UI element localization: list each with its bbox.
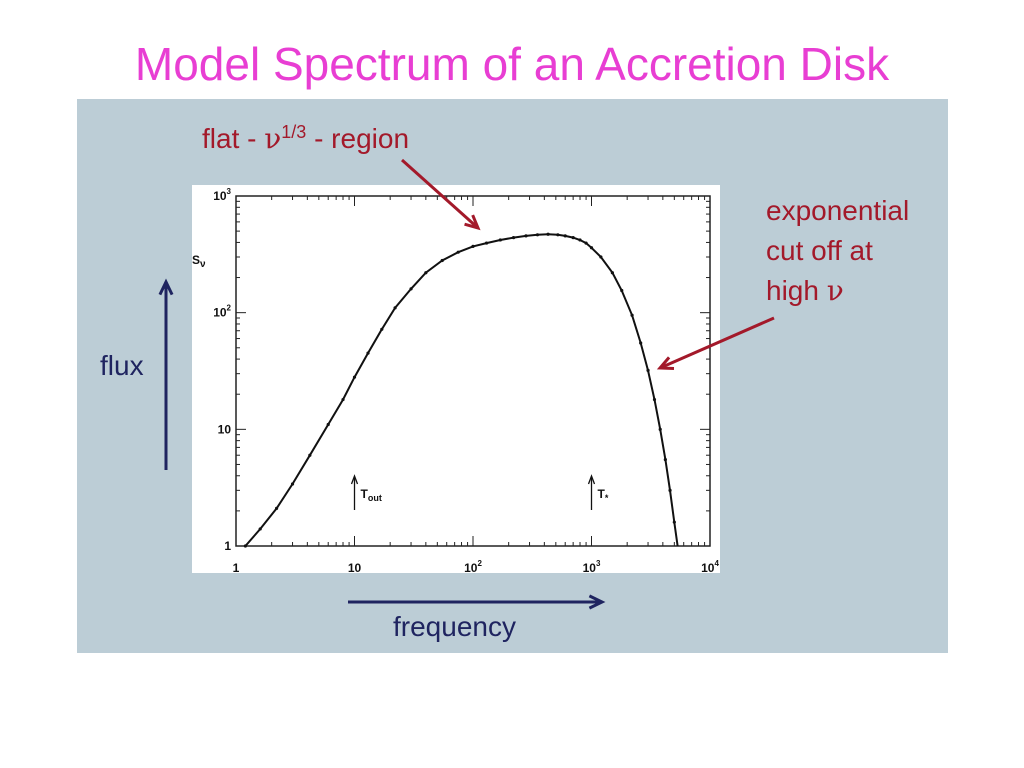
data-point [380, 327, 384, 331]
data-point [424, 271, 428, 275]
data-point [578, 238, 582, 242]
data-point [646, 368, 650, 372]
x-tick-label: 1 [233, 561, 240, 575]
data-point [352, 375, 357, 379]
data-point [599, 255, 603, 259]
marker-label-main: T [361, 487, 369, 501]
y-tick-label-base: 10 [218, 422, 232, 436]
data-point [326, 422, 330, 427]
x-tick-label-base: 10 [348, 561, 362, 575]
flat-region-annotation: flat - ν1/3 - region [202, 112, 409, 159]
y-axis-label: Sν [192, 253, 206, 270]
spectrum-line [244, 233, 679, 546]
flat-arrow-shaft [400, 158, 480, 230]
x-tick-label-base: 1 [233, 561, 240, 575]
x-tick-label-exp: 2 [477, 559, 482, 568]
x-tick-label: 10 [348, 561, 362, 575]
cutoff-arrow-head [656, 356, 675, 371]
data-point [571, 235, 575, 240]
data-point [639, 341, 643, 345]
frequency-label: frequency [393, 611, 516, 642]
data-point [511, 235, 516, 240]
x-tick-label-exp: 3 [596, 559, 601, 568]
data-point [658, 427, 662, 431]
marker-label: Tout [361, 487, 382, 503]
flat-arrow-head [464, 214, 481, 231]
axes-frame [235, 195, 711, 547]
y-tick-label-base: 1 [224, 539, 231, 553]
y-tick-label-base: 10 [213, 306, 227, 320]
data-point [663, 458, 667, 462]
flux-arrow-head [158, 278, 174, 296]
data-point [668, 488, 672, 492]
y-tick-label: 1 [224, 539, 231, 553]
marker-label-sub: out [368, 493, 382, 503]
data-point [393, 306, 397, 310]
x-tick-label-base: 10 [583, 561, 597, 575]
x-tick-label-base: 10 [464, 561, 478, 575]
plot-area [192, 185, 720, 573]
data-point [471, 244, 475, 248]
y-tick-label-exp: 3 [227, 187, 232, 196]
nu-symbol: ν [826, 274, 844, 307]
marker-label-sub: * [605, 493, 609, 503]
data-point [498, 238, 502, 242]
frequency-arrow-head [588, 594, 606, 610]
data-point [366, 351, 370, 355]
data-point [630, 313, 634, 317]
data-point [563, 234, 567, 238]
marker-arrow-head [350, 474, 359, 485]
data-point [610, 271, 614, 275]
data-point [524, 234, 528, 238]
data-point [484, 241, 489, 245]
x-tick-label: 103 [583, 559, 601, 575]
cutoff-line-3: high ν [766, 271, 909, 311]
nu-symbol: ν [264, 122, 282, 155]
data-point [672, 520, 676, 524]
data-point [243, 544, 247, 548]
slide-title: Model Spectrum of an Accretion Disk [134, 38, 890, 90]
cutoff-line-1: exponential [766, 195, 910, 226]
y-tick-label: 103 [213, 187, 231, 203]
data-point [589, 246, 594, 250]
data-point [456, 250, 460, 254]
y-axis-label-main: S [192, 253, 200, 267]
data-point [409, 287, 413, 291]
data-point [556, 233, 560, 237]
data-point [546, 232, 550, 236]
data-point [274, 506, 279, 511]
x-tick-label-exp: 4 [714, 559, 719, 568]
marker-arrow-head [587, 474, 596, 485]
data-point [620, 288, 624, 293]
y-tick-label-base: 10 [213, 189, 227, 203]
data-point [341, 397, 345, 402]
cutoff-annotation: exponential cut off at high ν [766, 191, 909, 311]
y-axis-label-sub: ν [200, 259, 206, 270]
y-tick-label-exp: 2 [227, 304, 232, 313]
data-point [440, 258, 444, 263]
flux-label: flux [100, 350, 144, 381]
flat-exponent: 1/3 [281, 122, 307, 142]
y-tick-label: 102 [213, 304, 231, 320]
data-point [584, 241, 588, 245]
cutoff-line-2: cut off at [766, 235, 873, 266]
x-tick-label: 102 [464, 559, 482, 575]
x-tick-label-base: 10 [701, 561, 715, 575]
flat-prefix: flat - [202, 123, 265, 154]
x-tick-label: 104 [701, 559, 719, 575]
cutoff-high: high [766, 275, 827, 306]
data-point [535, 233, 540, 237]
cutoff-arrow-shaft [659, 316, 775, 370]
data-point [652, 397, 657, 402]
y-tick-label: 10 [218, 422, 232, 436]
marker-label-main: T [598, 487, 606, 501]
data-point [290, 482, 295, 486]
data-point [308, 453, 312, 457]
marker-label: T* [598, 487, 609, 503]
flat-suffix: - region [306, 123, 410, 154]
data-point [258, 527, 262, 531]
